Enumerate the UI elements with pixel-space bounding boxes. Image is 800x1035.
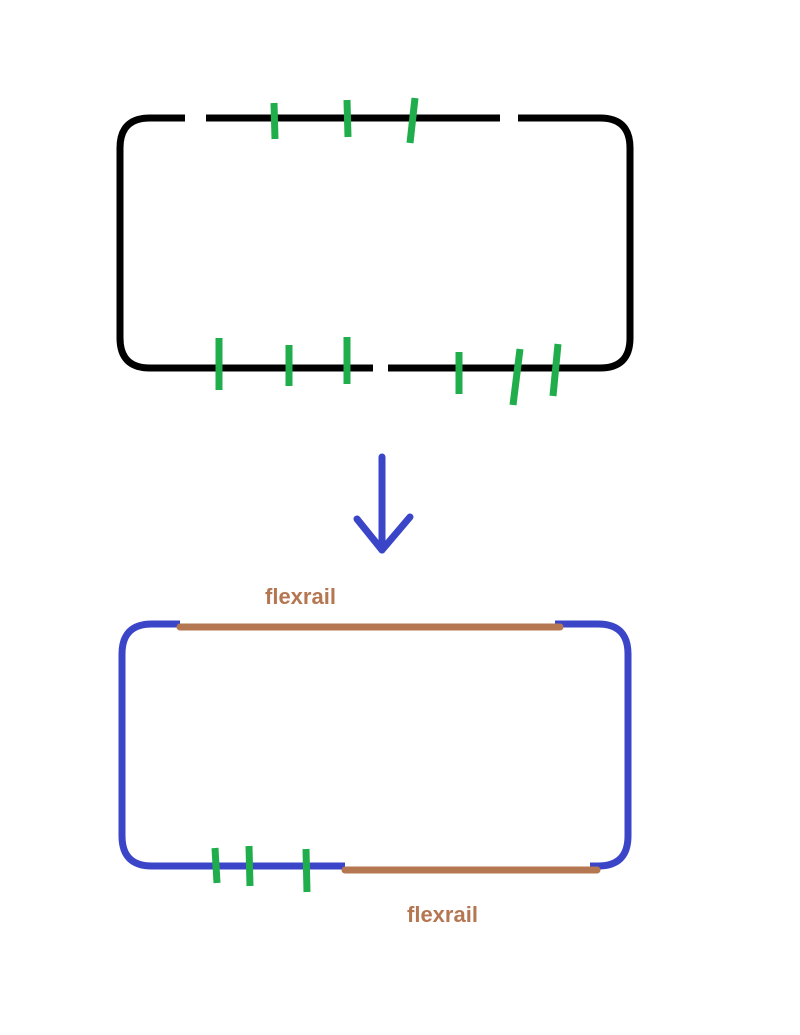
original-joiners <box>215 97 562 406</box>
flexrail-label-bottom: flexrail <box>407 902 478 927</box>
joiner-mark <box>509 348 524 406</box>
new-track-left-section <box>118 620 345 870</box>
original-track-right-section <box>388 114 634 372</box>
flexrail-segments <box>176 623 601 874</box>
down-arrow-icon <box>353 453 414 554</box>
new-joiners <box>211 845 311 893</box>
flexrail-label-top: flexrail <box>265 584 336 609</box>
joiner-mark <box>270 102 279 140</box>
original-track-left-section <box>116 114 373 372</box>
joiner-mark <box>302 848 311 893</box>
joiner-mark <box>549 343 562 397</box>
joiner-mark <box>245 845 254 887</box>
new-track-right-section <box>555 620 632 870</box>
original-track-loop <box>116 114 634 372</box>
joiner-mark <box>406 97 419 144</box>
joiner-mark <box>211 847 221 884</box>
joiner-mark <box>343 99 352 138</box>
new-track-loop <box>118 620 632 870</box>
